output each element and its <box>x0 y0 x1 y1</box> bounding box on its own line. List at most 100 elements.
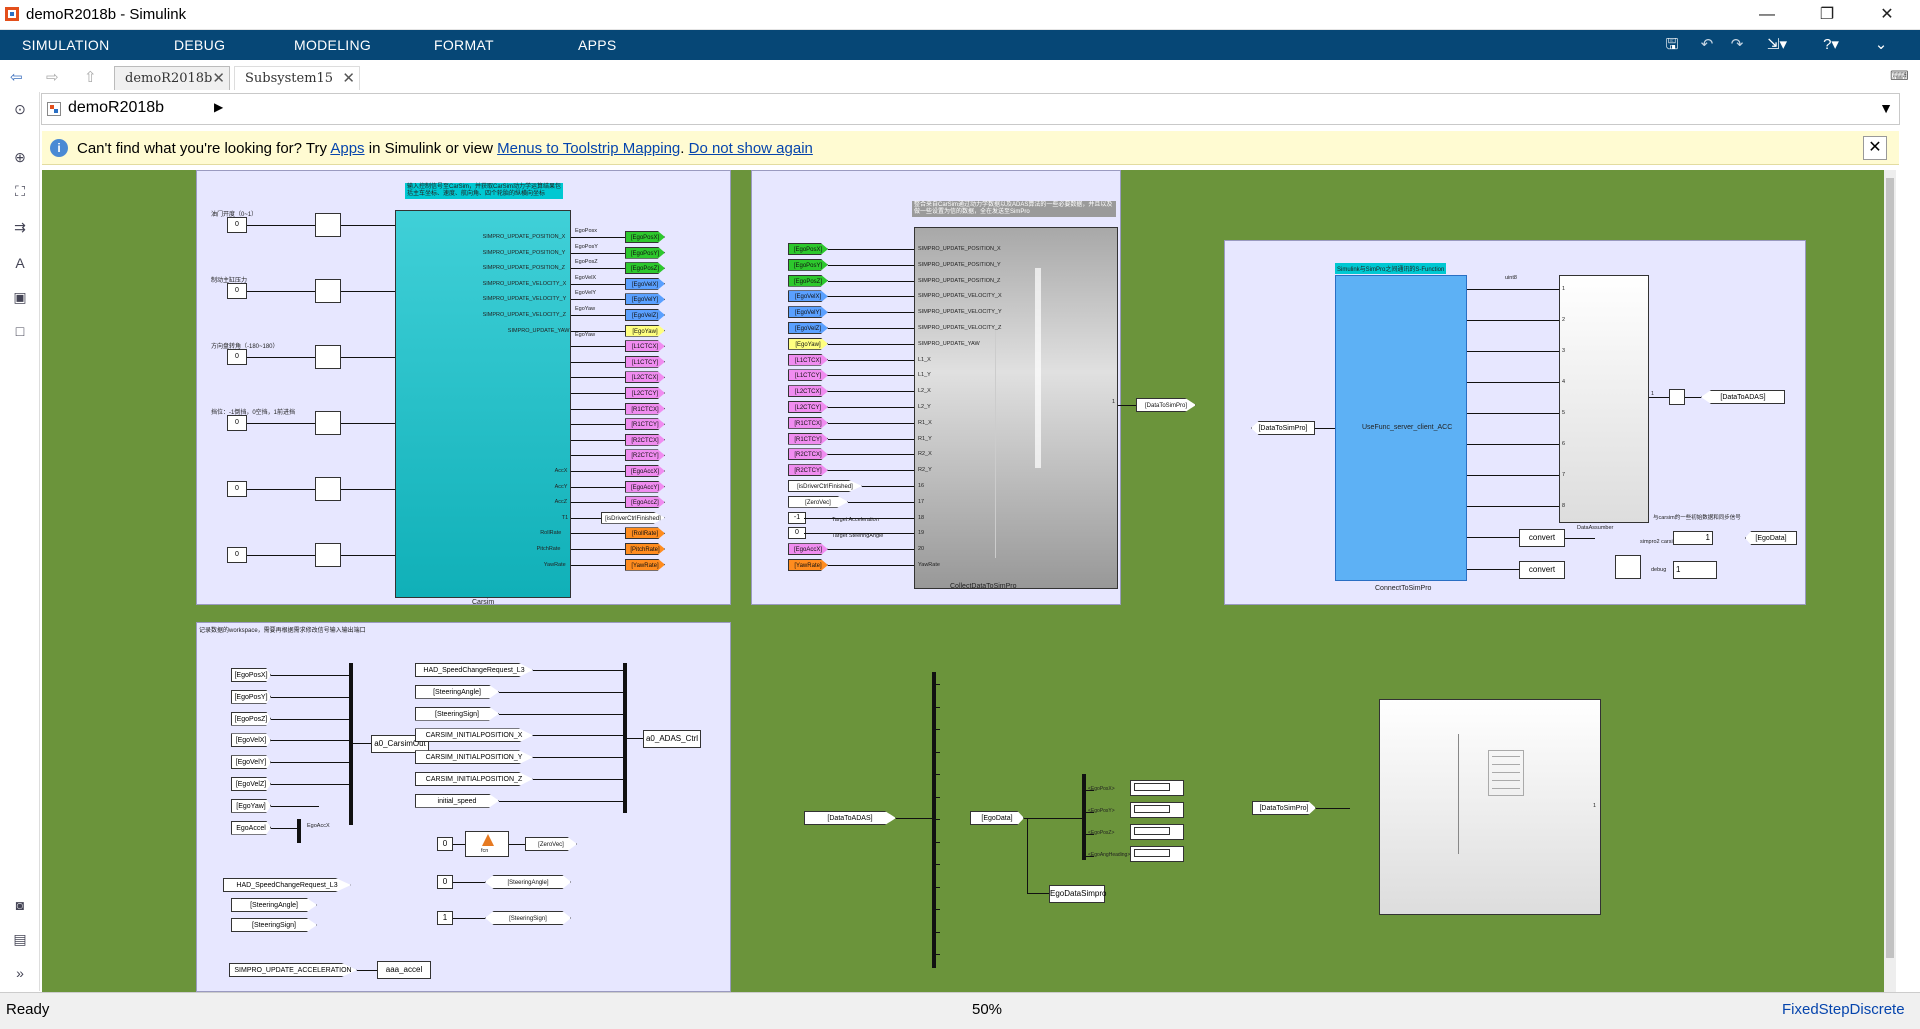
bus-selector-ego[interactable] <box>1082 774 1086 860</box>
from-block[interactable]: HAD_SpeedChangeRequest_L3 <box>415 663 533 677</box>
from-block[interactable]: [EgoPosY] <box>788 258 828 271</box>
menu-debug[interactable]: DEBUG <box>174 37 226 53</box>
workspace-adas-ctrl[interactable]: a0_ADAS_Ctrl <box>643 730 701 748</box>
apps-link[interactable]: Apps <box>330 140 365 157</box>
goto-block[interactable]: [EgoVelX] <box>625 277 665 290</box>
from-block[interactable]: [ZeroVec] <box>788 495 848 508</box>
from-block[interactable]: [R1CTCY] <box>788 432 828 445</box>
from-block[interactable]: [R2CTCX] <box>788 448 828 461</box>
constant-block[interactable]: 0 <box>227 547 247 563</box>
breadcrumb-model-name[interactable]: demoR2018b <box>68 99 165 116</box>
forward-icon[interactable]: ⇨ <box>46 69 59 86</box>
menu-format[interactable]: FORMAT <box>434 37 494 53</box>
goto-zerovec[interactable]: [ZeroVec] <box>525 837 577 851</box>
from-block[interactable]: [EgoVelY] <box>788 306 828 319</box>
area-icon[interactable]: □ <box>15 323 25 339</box>
model-canvas[interactable]: 输入控制信号至CarSim，并获取CarSim动力学运算结果包括主车坐标、速度、… <box>42 170 1896 992</box>
from-block[interactable]: [EgoAccX] <box>788 543 828 556</box>
goto-block[interactable]: [EgoPosZ] <box>625 262 665 275</box>
from-block[interactable]: [EgoVelX] <box>788 290 828 303</box>
back-icon[interactable]: ⇦ <box>10 69 23 86</box>
close-tab-icon[interactable]: ✕ <box>212 70 225 87</box>
from-block[interactable]: [L1CTCY] <box>788 369 828 382</box>
from-block[interactable]: [EgoPosY] <box>231 689 271 704</box>
from-block[interactable]: [R1CTCX] <box>788 416 828 429</box>
do-not-show-again-link[interactable]: Do not show again <box>688 140 813 157</box>
goto-block[interactable]: [R2CTCY] <box>625 449 665 462</box>
keyboard-icon[interactable]: ⌨ <box>1890 68 1909 83</box>
from-egodata[interactable]: [EgoData] <box>970 811 1024 825</box>
quick-access-icon[interactable]: ⇲▾ <box>1766 36 1788 53</box>
from-block[interactable]: [SteeringSign] <box>415 706 499 721</box>
redo-icon[interactable]: ↷ <box>1730 36 1744 53</box>
manual-switch-block[interactable] <box>315 543 341 567</box>
from-block[interactable]: [EgoVelZ] <box>788 322 828 334</box>
switch-block[interactable] <box>1615 555 1641 579</box>
manual-switch-block[interactable] <box>315 213 341 237</box>
goto-block[interactable]: [SteeringSign] <box>231 918 317 932</box>
constant-block[interactable]: 0 <box>227 415 247 431</box>
help-icon[interactable]: ?▾ <box>1823 36 1839 53</box>
close-window-button[interactable]: ✕ <box>1880 6 1894 23</box>
scope-subsystem-block[interactable] <box>1379 699 1601 915</box>
mux-bar-accel[interactable] <box>297 819 301 843</box>
manual-switch-block[interactable] <box>315 411 341 435</box>
annotation-icon[interactable]: A <box>15 255 25 271</box>
goto-block[interactable]: [isDriverCtrlFinished] <box>601 511 665 524</box>
goto-block[interactable]: [L2CTCX] <box>625 371 665 384</box>
from-block[interactable]: [EgoVelY] <box>231 755 271 770</box>
from-block[interactable]: [L2CTCX] <box>788 385 828 398</box>
goto-egodata[interactable]: [EgoData] <box>1745 531 1797 545</box>
goto-block[interactable]: [L1CTCY] <box>625 355 665 368</box>
goto-block[interactable]: [EgoAccX] <box>625 465 665 477</box>
goto-block[interactable]: [R2CTCX] <box>625 433 665 446</box>
goto-block[interactable]: [EgoVelZ] <box>625 309 665 321</box>
close-banner-button[interactable]: ✕ <box>1863 136 1887 160</box>
up-icon[interactable]: ⇧ <box>84 69 97 86</box>
toolstrip-mapping-link[interactable]: Menus to Toolstrip Mapping <box>497 140 681 157</box>
mux-bar-1[interactable] <box>349 663 353 825</box>
goto-datatosimpro[interactable]: [DataToSimPro] <box>1136 398 1196 412</box>
constant-block[interactable]: 0 <box>227 283 247 299</box>
constant-steeringsign[interactable]: 1 <box>437 911 453 925</box>
solver-link[interactable]: FixedStepDiscrete <box>1782 1001 1905 1018</box>
close-tab-icon[interactable]: ✕ <box>342 70 355 87</box>
constant-zero-fcn[interactable]: 0 <box>437 837 453 851</box>
goto-block[interactable]: [RollRate] <box>625 527 665 540</box>
scroll-thumb[interactable] <box>1886 178 1894 958</box>
matlab-function-block[interactable]: fcn <box>465 831 509 857</box>
subsystem-icon-block[interactable] <box>1669 389 1685 405</box>
goto-steeringsign[interactable]: [SteeringSign] <box>485 911 571 925</box>
goto-block[interactable]: [EgoPosX] <box>625 231 665 243</box>
image-icon[interactable]: ▣ <box>13 289 27 305</box>
goto-block[interactable]: [L2CTCY] <box>625 387 665 399</box>
from-block[interactable]: [L2CTCY] <box>788 401 828 413</box>
from-block[interactable]: [EgoYaw] <box>788 337 828 350</box>
from-datatoadas[interactable]: [DataToADAS] <box>804 811 896 825</box>
from-block[interactable]: [SteeringAngle] <box>415 684 499 699</box>
zoom-level[interactable]: 50% <box>972 1001 1003 1018</box>
goto-block[interactable]: [EgoPosY] <box>625 246 665 259</box>
arrow-icon[interactable]: ⇉ <box>14 219 26 235</box>
from-block[interactable]: CARSIM_INITIALPOSITION_Y <box>415 750 533 765</box>
goto-block[interactable]: HAD_SpeedChangeRequest_L3 <box>223 878 351 892</box>
bus-selector-bar[interactable] <box>932 672 936 968</box>
goto-block[interactable]: [YawRate] <box>625 558 665 571</box>
expand-palette-icon[interactable]: » <box>16 965 24 981</box>
collect-area[interactable]: 整合来自CarSim通过动力学数据以及ADAS算法的一些必要数据，并且以及做一些… <box>751 170 1196 605</box>
goto-block[interactable]: [R1CTCY] <box>625 418 665 431</box>
workspace-egodatasimpro[interactable]: EgoDataSimpro <box>1049 885 1106 903</box>
mux-bar-2[interactable] <box>623 663 627 813</box>
collect-block[interactable] <box>914 227 1118 589</box>
from-block[interactable]: [R2CTCY] <box>788 464 828 477</box>
goto-steeringangle[interactable]: [SteeringAngle] <box>485 875 571 889</box>
explorer-bar-dropdown-icon[interactable]: ▼ <box>1879 100 1893 116</box>
data-assembler-block[interactable] <box>1559 275 1649 523</box>
connect-area[interactable]: Simulink与SimPro之间通讯的S-Function [DataToSi… <box>1224 240 1806 605</box>
carsim-area[interactable]: 输入控制信号至CarSim，并获取CarSim动力学运算结果包括主车坐标、速度、… <box>196 170 731 606</box>
menu-modeling[interactable]: MODELING <box>294 37 372 53</box>
goto-block[interactable]: [EgoYaw] <box>625 324 665 337</box>
from-simpro-accel[interactable]: SIMPRO_UPDATE_ACCELERATION <box>229 963 357 977</box>
model-browser-icon[interactable]: ▤ <box>13 931 27 947</box>
goto-datatoadas[interactable]: [DataToADAS] <box>1701 390 1785 404</box>
